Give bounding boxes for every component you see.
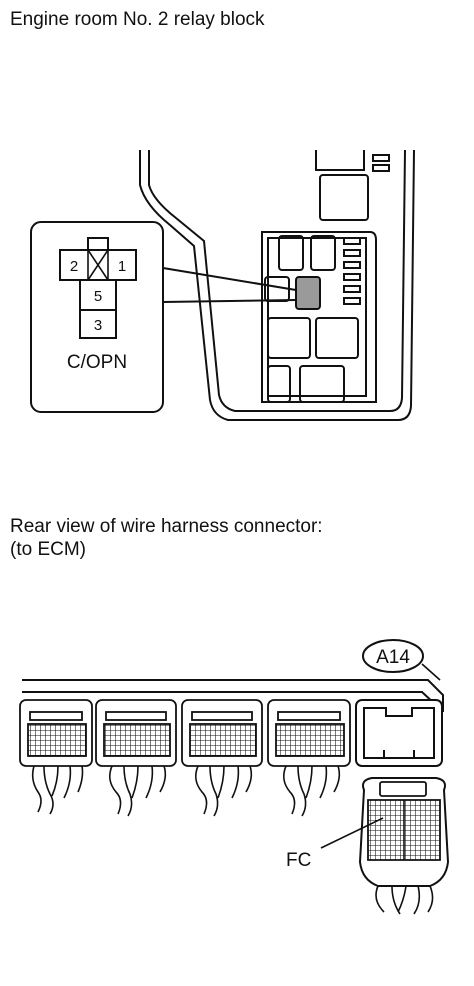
c-opn-relay-location [295,276,321,310]
pin-5-label: 5 [94,288,102,305]
a14-code-marker: A14 [362,639,441,681]
pin-3-label: 3 [94,317,102,334]
fc-terminal-label: FC [286,850,311,871]
relay-name-label: C/OPN [67,352,127,373]
pin-2-label: 2 [70,258,78,275]
ecm-wire-bundles [31,765,341,817]
callout-leader [162,267,297,303]
relay-block [139,149,415,421]
harness-caption-line-2: (to ECM) [10,539,86,560]
relay-callout: 2 1 5 3 C/OPN [30,221,164,413]
fc-leader-line [320,817,384,849]
harness-connector-caption: Rear view of wire harness connector: (to… [10,515,323,561]
harness-caption-line-1: Rear view of wire harness connector: [10,516,323,537]
pin-1-label: 1 [118,258,126,275]
ecm-connector-blocks [19,699,351,767]
a14-socket [355,699,443,767]
a14-code-label: A14 [376,647,410,668]
a14-harness-connector [358,777,450,915]
relay-block-caption: Engine room No. 2 relay block [10,9,265,30]
